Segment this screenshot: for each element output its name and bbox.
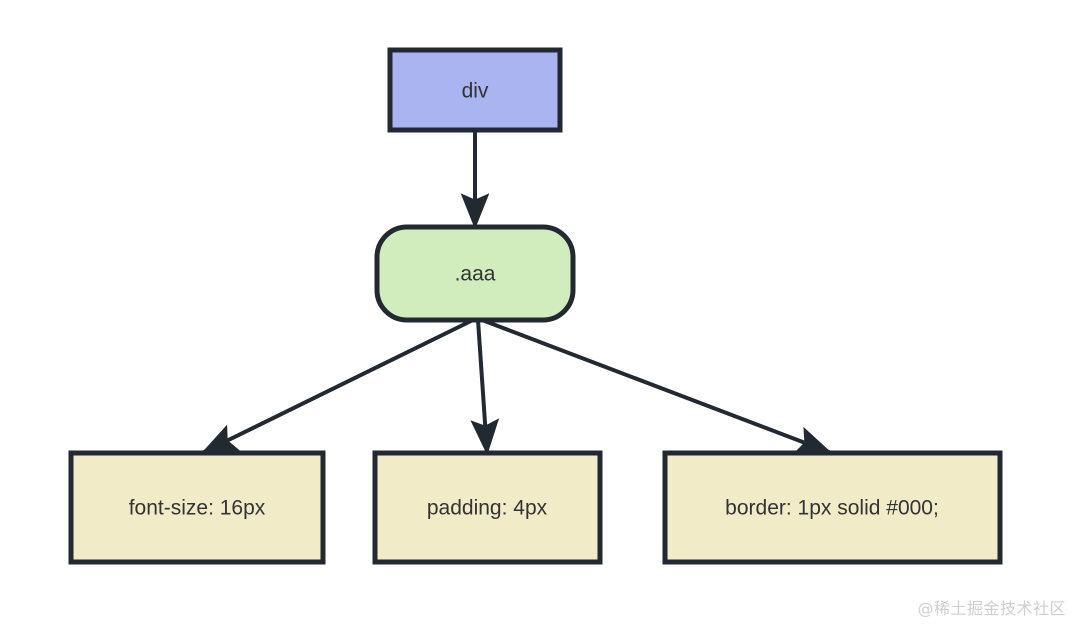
node-font-size-shape[interactable] xyxy=(68,450,326,565)
node-div-shape[interactable] xyxy=(387,47,563,133)
edge-aaa-to-border xyxy=(481,318,832,454)
edge-aaa-to-font-size xyxy=(201,318,474,454)
node-padding[interactable]: padding: 4px xyxy=(372,450,603,565)
edges-group xyxy=(201,130,832,456)
node-div[interactable]: div xyxy=(387,47,563,133)
node-aaa-shape[interactable] xyxy=(374,224,576,323)
watermark-label: @稀土掘金技术社区 xyxy=(917,599,1066,618)
node-font-size[interactable]: font-size: 16px xyxy=(68,450,326,565)
node-border[interactable]: border: 1px solid #000; xyxy=(662,450,1003,565)
node-aaa[interactable]: .aaa xyxy=(374,224,576,323)
edge-aaa-to-padding xyxy=(470,319,500,456)
node-padding-shape[interactable] xyxy=(372,450,603,565)
node-border-shape[interactable] xyxy=(662,450,1003,565)
